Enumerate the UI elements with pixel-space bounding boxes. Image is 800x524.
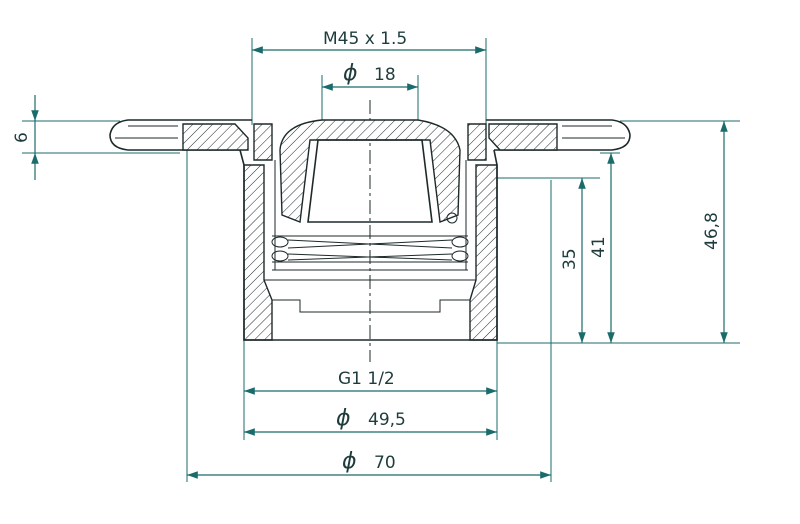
valve-cartridge [271, 119, 469, 270]
height-41-label: 41 [589, 236, 609, 258]
flange-diameter-label: 70 [374, 453, 396, 473]
body-diameter-label: 49,5 [368, 410, 406, 430]
extension-lines [22, 38, 740, 482]
flange-diameter-symbol: ϕ [342, 449, 357, 474]
bore-diameter-symbol: ϕ [343, 61, 358, 86]
bore-diameter-label: 18 [374, 65, 396, 85]
height-35-label: 35 [560, 248, 580, 270]
body-section [239, 123, 498, 341]
flange-section [109, 119, 631, 151]
body-diameter-symbol: ϕ [336, 406, 351, 431]
dimension-lines [31, 46, 728, 479]
height-total-label: 46,8 [702, 212, 722, 250]
flange-thickness-label: 6 [12, 132, 32, 143]
thread-bottom-label: G1 1/2 [338, 369, 395, 389]
thread-top-label: M45 x 1.5 [323, 29, 407, 49]
